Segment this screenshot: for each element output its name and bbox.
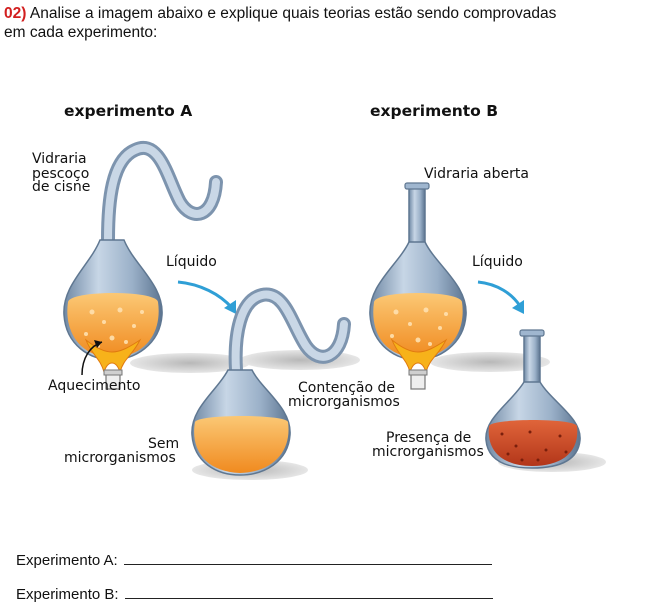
label-containment-line2: microrganismos (288, 394, 400, 410)
pasteur-experiment-figure: experimento A experimento B Vidraria pes… (32, 102, 606, 480)
label-liquid-a: Líquido (166, 254, 217, 270)
flame-b (390, 338, 448, 374)
question-text-line2: em cada experimento: (4, 24, 158, 41)
label-swan-neck-line2: pescoço (32, 166, 89, 182)
answer-b-label: Experimento B: (16, 586, 119, 603)
flask-b-heated (369, 182, 550, 390)
flask-a-shadow (130, 353, 250, 373)
answer-b-row: Experimento B: (16, 584, 493, 603)
arrow-a (177, 280, 234, 309)
flask-b-shadow (430, 352, 550, 372)
label-containment-line1: Contenção de (298, 380, 395, 396)
flame-a (84, 338, 142, 374)
label-swan-neck-line1: Vidraria (32, 151, 87, 167)
question-text: 02) Analise a imagem abaixo e explique q… (4, 4, 644, 42)
label-presence-line2: microrganismos (372, 444, 484, 460)
label-presence-line1: Presença de (386, 430, 471, 446)
answer-a-blank[interactable] (123, 550, 492, 565)
label-swan-neck-line3: de cisne (32, 179, 90, 195)
answer-a-label: Experimento A: (16, 552, 118, 569)
flask-b-result (485, 329, 606, 472)
label-open-glass: Vidraria aberta (424, 166, 529, 182)
arrow-b (477, 280, 522, 307)
label-liquid-b: Líquido (472, 254, 523, 270)
answer-b-blank[interactable] (124, 584, 493, 599)
label-no-microorganisms-line2: microrganismos (64, 450, 176, 466)
question-number: 02) (4, 5, 27, 22)
flask-a-result (191, 287, 360, 480)
experiment-b-title: experimento B (370, 102, 498, 120)
label-no-microorganisms-line1: Sem (148, 436, 179, 452)
question-text-line1: Analise a imagem abaixo e explique quais… (29, 5, 557, 22)
answer-a-row: Experimento A: (16, 550, 492, 569)
flask-a-heated (63, 140, 250, 390)
label-heating: Aquecimento (48, 378, 140, 394)
experiment-a-title: experimento A (64, 102, 192, 120)
